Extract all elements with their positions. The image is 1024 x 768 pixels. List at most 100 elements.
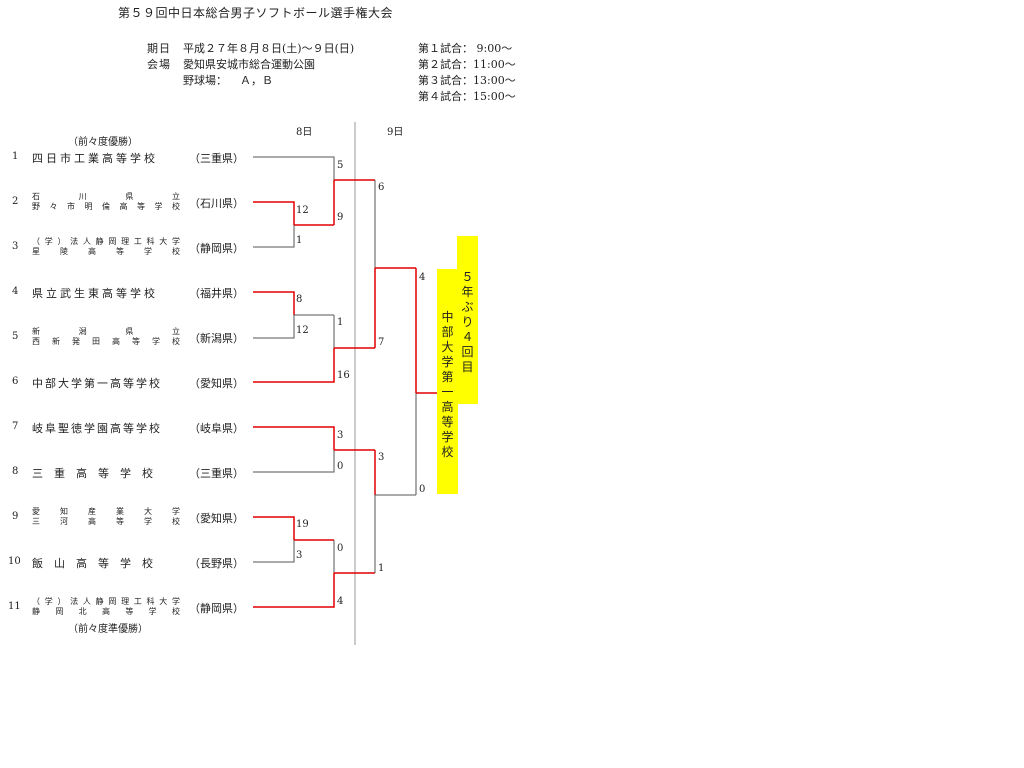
- champion-note-char: 回: [461, 345, 474, 359]
- champion-name-char: 第: [441, 370, 454, 384]
- team-10-name: 飯 山 高 等 学 校: [32, 557, 153, 570]
- score-r2-winner-9-10: 0: [337, 543, 344, 554]
- score-qf-a: 6: [378, 182, 385, 193]
- team-2-name: 石 川 県 立 野々市明倫高等学校: [32, 192, 180, 212]
- venue-value: 愛知県安城市総合運動公園: [183, 58, 315, 71]
- team-8-number: 8: [12, 466, 19, 477]
- team-11-number: 11: [8, 601, 21, 612]
- team-3-name: （学）法人静岡理工科大学 星 陵 高 等 学 校: [32, 237, 180, 257]
- team-7-prefecture: （岐阜県）: [189, 422, 244, 435]
- champion-name-char: 中: [441, 310, 454, 324]
- field-label: 野球場：: [183, 74, 227, 87]
- score-r1-team3: 1: [296, 235, 303, 246]
- venue-label: 会場: [147, 58, 171, 71]
- champion-note-char: 目: [461, 360, 474, 374]
- champion-name-char: 高: [441, 400, 454, 414]
- score-r2-team8: 0: [337, 461, 344, 472]
- team-5-prefecture: （新潟県）: [189, 332, 244, 345]
- team-3-prefecture: （静岡県）: [189, 242, 244, 255]
- team-6-number: 6: [12, 376, 19, 387]
- date-value: 平成２７年８月８日(土)～９日(日): [183, 42, 355, 55]
- team-11-name-line2: 静 岡 北 高 等 学 校: [32, 607, 180, 616]
- team-4-prefecture: （福井県）: [189, 287, 244, 300]
- team-11-name-line1: （学）法人静岡理工科大学: [32, 597, 180, 606]
- team-4-name: 県立武生東高等学校: [32, 287, 158, 300]
- score-r1-team9: 19: [296, 519, 309, 530]
- match-r2-1: [253, 156, 375, 225]
- team-6-name: 中部大学第一高等学校: [32, 377, 162, 390]
- team-5-name-line1: 新 潟 県 立: [32, 327, 180, 336]
- team-2-number: 2: [12, 196, 19, 207]
- day-header-9: 9日: [387, 127, 404, 138]
- champion-note-char: 年: [461, 285, 474, 299]
- page-title: 第５９回中日本総合男子ソフトボール選手権大会: [118, 6, 394, 20]
- score-qf-b: 7: [378, 337, 385, 348]
- schedule-game-3: 第３試合：13:00～: [418, 74, 516, 87]
- team-11-name: （学）法人静岡理工科大学 静 岡 北 高 等 学 校: [32, 597, 180, 617]
- score-r2-team11: 4: [337, 596, 344, 607]
- score-qf-d: 1: [378, 563, 385, 574]
- champion-name-char: 部: [441, 325, 454, 339]
- team-8-prefecture: （三重県）: [189, 467, 244, 480]
- team-11-prefecture: （静岡県）: [189, 602, 244, 615]
- score-sf-bottom: 0: [419, 484, 426, 495]
- note-previous-runner-up: （前々度準優勝）: [68, 624, 148, 635]
- score-r1-team10: 3: [296, 550, 303, 561]
- team-2-prefecture: （石川県）: [189, 197, 244, 210]
- match-r1-9v10: [253, 516, 334, 563]
- champion-name-char: 校: [441, 445, 454, 459]
- team-9-number: 9: [12, 511, 19, 522]
- champion-note-char: り: [461, 315, 474, 329]
- champion-name-char: 学: [441, 355, 454, 369]
- champion-note-char: ５: [461, 270, 474, 284]
- team-3-name-line1: （学）法人静岡理工科大学: [32, 237, 180, 246]
- team-9-prefecture: （愛知県）: [189, 512, 244, 525]
- champion-name-char: 大: [441, 340, 454, 354]
- team-9-name: 愛 知 産 業 大 学 三 河 高 等 学 校: [32, 507, 180, 527]
- team-3-number: 3: [12, 241, 19, 252]
- note-previous-champion: （前々度優勝）: [68, 137, 138, 148]
- field-value: Ａ，Ｂ: [240, 74, 273, 87]
- team-1-prefecture: （三重県）: [189, 152, 244, 165]
- score-sf-top: 4: [419, 272, 426, 283]
- team-1-name: 四日市工業高等学校: [32, 152, 158, 165]
- team-5-name-line2: 西新発田高等学校: [32, 337, 180, 346]
- score-r2-winner-4-5: 1: [337, 317, 344, 328]
- match-qf-bottom: [374, 450, 416, 573]
- team-7-number: 7: [12, 421, 19, 432]
- score-r1-team5: 12: [296, 325, 309, 336]
- schedule-game-2: 第２試合：11:00～: [418, 58, 516, 71]
- match-r2-4: [253, 540, 375, 608]
- team-4-number: 4: [12, 286, 19, 297]
- team-9-name-line2: 三 河 高 等 学 校: [32, 517, 180, 526]
- team-7-name: 岐阜聖徳学園高等学校: [32, 422, 162, 435]
- match-final: [415, 268, 437, 495]
- champion-name-char: 等: [441, 415, 454, 429]
- champion-note-char: ぶ: [461, 300, 474, 314]
- score-qf-c: 3: [378, 452, 385, 463]
- team-1-number: 1: [12, 151, 19, 162]
- champion-name-box: 中部大学第一高等学校: [437, 269, 458, 494]
- schedule-game-4: 第４試合：15:00～: [418, 90, 516, 103]
- team-10-number: 10: [8, 556, 21, 567]
- schedule-game-1: 第１試合： 9:00～: [418, 42, 513, 55]
- score-r1-team2: 12: [296, 205, 309, 216]
- match-r1-2v3: [253, 201, 334, 248]
- match-r2-2: [253, 315, 375, 383]
- date-label: 期日: [147, 42, 171, 55]
- team-2-name-line2: 野々市明倫高等学校: [32, 202, 180, 211]
- team-3-name-line2: 星 陵 高 等 学 校: [32, 247, 180, 256]
- match-r2-3: [253, 426, 375, 473]
- team-8-name: 三 重 高 等 学 校: [32, 467, 153, 480]
- team-9-name-line1: 愛 知 産 業 大 学: [32, 507, 180, 516]
- team-10-prefecture: （長野県）: [189, 557, 244, 570]
- score-r2-team6: 16: [337, 370, 350, 381]
- match-qf-top: [374, 180, 416, 348]
- champion-name-char: 学: [441, 430, 454, 444]
- match-r1-4v5: [253, 291, 334, 339]
- team-6-prefecture: （愛知県）: [189, 377, 244, 390]
